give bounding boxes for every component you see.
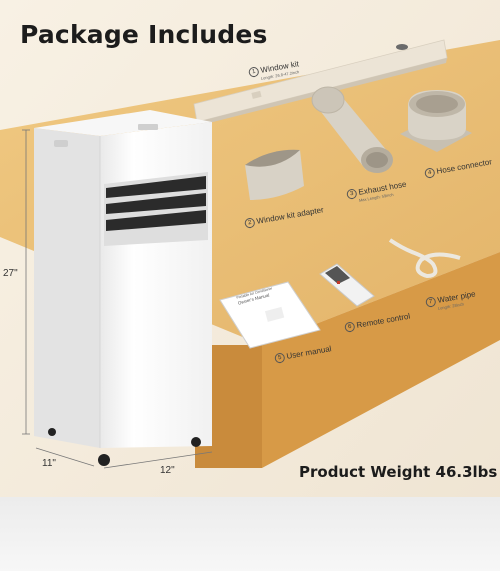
dimension-lines	[22, 129, 213, 469]
floor	[0, 497, 500, 571]
air-conditioner-unit	[34, 110, 212, 466]
product-weight: Product Weight 46.3lbs	[299, 463, 498, 481]
dimension-depth: 11"	[42, 458, 56, 469]
window-kit-adapter	[245, 149, 304, 200]
dimension-width: 12"	[160, 465, 175, 476]
dimension-height: 27"	[3, 268, 18, 279]
hose-connector	[400, 90, 472, 152]
remote-control	[319, 263, 375, 307]
user-manual	[219, 281, 321, 349]
water-pipe	[388, 238, 461, 279]
exhaust-hose	[311, 86, 393, 173]
page-title: Package Includes	[20, 20, 268, 49]
